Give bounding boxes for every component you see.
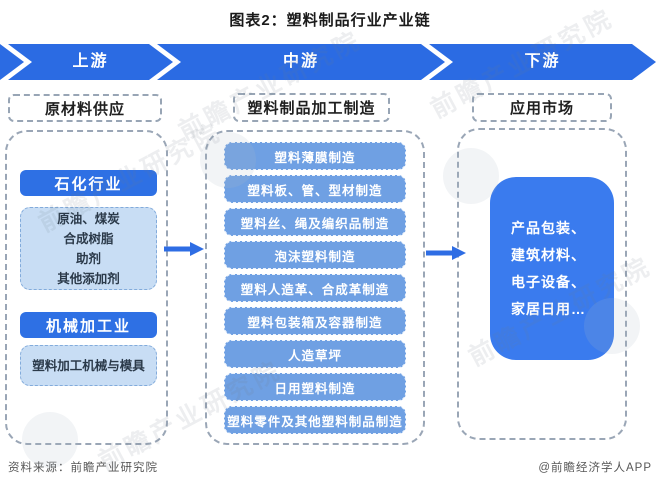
banner-segment-downstream <box>429 44 656 80</box>
upstream-header: 原材料供应 <box>8 94 162 122</box>
arrow-midstream-to-downstream-icon <box>426 246 466 260</box>
downstream-header: 应用市场 <box>472 93 612 122</box>
material-item: 合成树脂 <box>63 231 114 246</box>
banner-label-midstream: 中游 <box>282 53 319 70</box>
material-item: 助剂 <box>75 251 101 266</box>
machinery-materials-box: 塑料加工机械与模具 <box>20 345 157 386</box>
midstream-item: 塑料丝、绳及编织品制造 <box>224 208 406 236</box>
midstream-column: 塑料薄膜制造 塑料板、管、型材制造 塑料丝、绳及编织品制造 泡沫塑料制造 塑料人… <box>205 130 425 445</box>
credit-note: @前瞻经济学人APP <box>538 462 652 474</box>
watermark-text: 前瞻产业研究院 <box>174 25 367 146</box>
banner-segment-upstream <box>8 44 173 80</box>
machinery-industry-label: 机械加工业 <box>20 312 157 338</box>
banner-label-upstream: 上游 <box>72 53 109 70</box>
application-market-box: 产品包装、 建筑材料、 电子设备、 家居日用… <box>490 177 614 360</box>
application-item: 建筑材料、 <box>511 246 586 263</box>
material-item: 其他添加剂 <box>57 271 120 286</box>
midstream-item: 塑料薄膜制造 <box>224 142 406 170</box>
application-item: 家居日用… <box>511 300 586 317</box>
application-item: 产品包装、 <box>511 219 586 236</box>
midstream-item: 日用塑料制造 <box>224 373 406 401</box>
banner-segment-midstream <box>157 44 445 80</box>
midstream-item: 泡沫塑料制造 <box>224 241 406 269</box>
upstream-column: 石化行业 原油、煤炭 合成树脂 助剂 其他添加剂 机械加工业 塑料加工机械与模具 <box>5 130 168 445</box>
arrow-upstream-to-midstream-icon <box>164 242 204 256</box>
midstream-item: 塑料包装箱及容器制造 <box>224 307 406 335</box>
petrochemical-industry-label: 石化行业 <box>20 170 157 196</box>
banner-leading-chevron-icon <box>0 44 24 80</box>
midstream-item: 塑料人造革、合成革制造 <box>224 274 406 302</box>
downstream-column: 产品包装、 建筑材料、 电子设备、 家居日用… <box>457 128 627 440</box>
midstream-item: 塑料板、管、型材制造 <box>224 175 406 203</box>
banner-ribbon <box>0 44 656 80</box>
midstream-item: 塑料零件及其他塑料制品制造 <box>224 406 406 434</box>
banner-label-downstream: 下游 <box>524 53 561 70</box>
midstream-item-list: 塑料薄膜制造 塑料板、管、型材制造 塑料丝、绳及编织品制造 泡沫塑料制造 塑料人… <box>224 142 406 434</box>
midstream-item: 人造草坪 <box>224 340 406 368</box>
material-item: 原油、煤炭 <box>57 211 120 226</box>
petrochemical-materials-box: 原油、煤炭 合成树脂 助剂 其他添加剂 <box>20 207 157 290</box>
source-note: 资料来源：前瞻产业研究院 <box>8 462 158 474</box>
chart-title: 图表2：塑料制品行业产业链 <box>229 12 431 29</box>
material-item: 塑料加工机械与模具 <box>32 358 145 373</box>
application-item: 电子设备、 <box>511 273 586 290</box>
midstream-header: 塑料制品加工制造 <box>233 93 390 122</box>
